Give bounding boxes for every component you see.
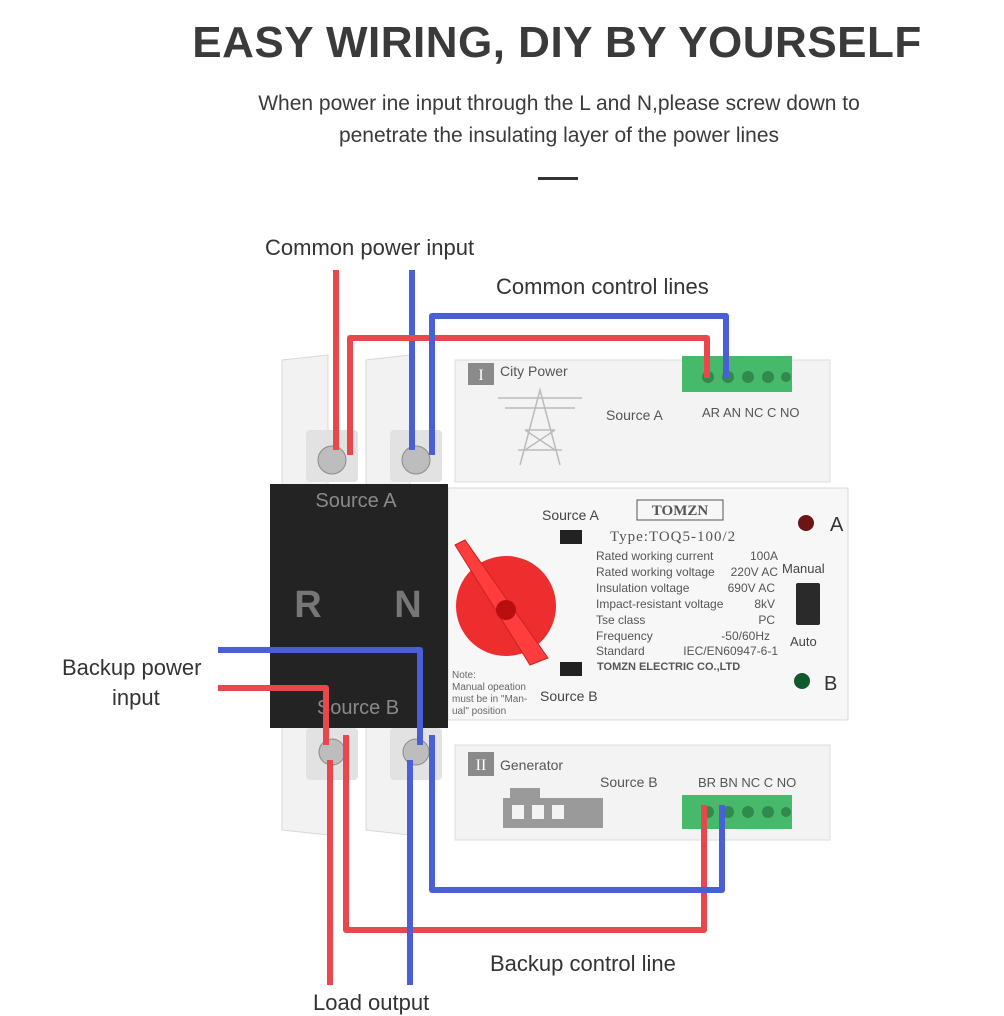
maker-label: TOMZN ELECTRIC CO.,LTD [597,661,740,673]
spec-label: Impact-resistant voltage [596,597,724,611]
blue-wire-common-control [429,313,729,455]
brand-logo: TOMZN [652,503,709,519]
label-common-control-lines: Common control lines [496,274,709,299]
auto-label: Auto [790,634,817,649]
note-line: Note: [452,670,476,681]
indicator-b-label: B [824,673,837,695]
subtitle-line-2: penetrate the insulating layer of the po… [338,124,780,147]
bottom-terminal-labels: BR BN NC C NO [698,775,796,790]
top-source-a-label: Source A [606,407,663,423]
bottom-source-b-label: Source B [600,774,658,790]
screw-icon [317,445,431,766]
label-backup-control-line: Backup control line [490,951,676,976]
label-common-power-input: Common power input [265,235,475,260]
block-source-a: Source A [315,490,397,512]
note-line: Manual opeation [452,682,526,693]
label-backup-power-input-2: input [112,685,160,710]
spec-value: 8kV [754,597,775,611]
title-divider [538,177,578,180]
spec-label: Insulation voltage [596,581,690,595]
spec-label: Tse class [596,613,645,627]
spec-value: 220V AC [731,565,779,579]
spec-label: Frequency [596,629,653,643]
rotary-handle[interactable] [454,539,556,666]
block-source-b: Source B [317,697,399,719]
manual-label: Manual [782,561,825,576]
note-line: ual" position [452,706,506,717]
red-wire-common-control [347,335,710,455]
generator-title: Generator [500,757,563,773]
spec-value: 100A [750,549,778,563]
blue-wire-backup-control [429,735,725,893]
type-label: Type:TOQ5-100/2 [610,529,736,545]
city-power-badge: I [478,367,483,384]
block-r-label: R [294,584,321,626]
front-panel: Source A Source B TOMZN Type:TOQ5-100/2 … [447,487,849,721]
indicator-a-led [798,515,814,531]
spec-label: Standard [596,644,645,658]
spec-value: PC [758,613,775,627]
terminal-block-bottom [682,795,792,829]
indicator-b-led [794,673,810,689]
spec-label: Rated working voltage [596,565,715,579]
spec-value: 690V AC [728,581,776,595]
generator-icon [503,788,603,828]
indicator-a-label: A [830,514,844,536]
subtitle-line-1: When power ine input through the L and N… [258,92,860,115]
mode-toggle[interactable] [796,583,820,625]
spec-value: IEC/EN60947-6-1 [683,644,778,658]
note-line: must be in "Man- [452,694,527,705]
top-terminal-labels: AR AN NC C NO [702,405,800,420]
red-wire-backup-input [218,685,329,745]
blue-wire-backup-input [218,647,423,745]
spec-label: Rated working current [596,549,714,563]
spec-value: -50/60Hz [721,629,770,643]
city-power-title: City Power [500,363,568,379]
front-source-a: Source A [542,507,599,523]
label-backup-power-input-1: Backup power [62,655,202,680]
generator-badge: II [476,757,487,774]
power-tower-icon [498,387,582,466]
headline: EASY WIRING, DIY BY YOURSELF [192,18,922,67]
terminal-block-top [682,356,792,392]
front-source-b: Source B [540,688,598,704]
red-wire-backup-control [343,735,707,933]
block-n-label: N [394,584,421,626]
